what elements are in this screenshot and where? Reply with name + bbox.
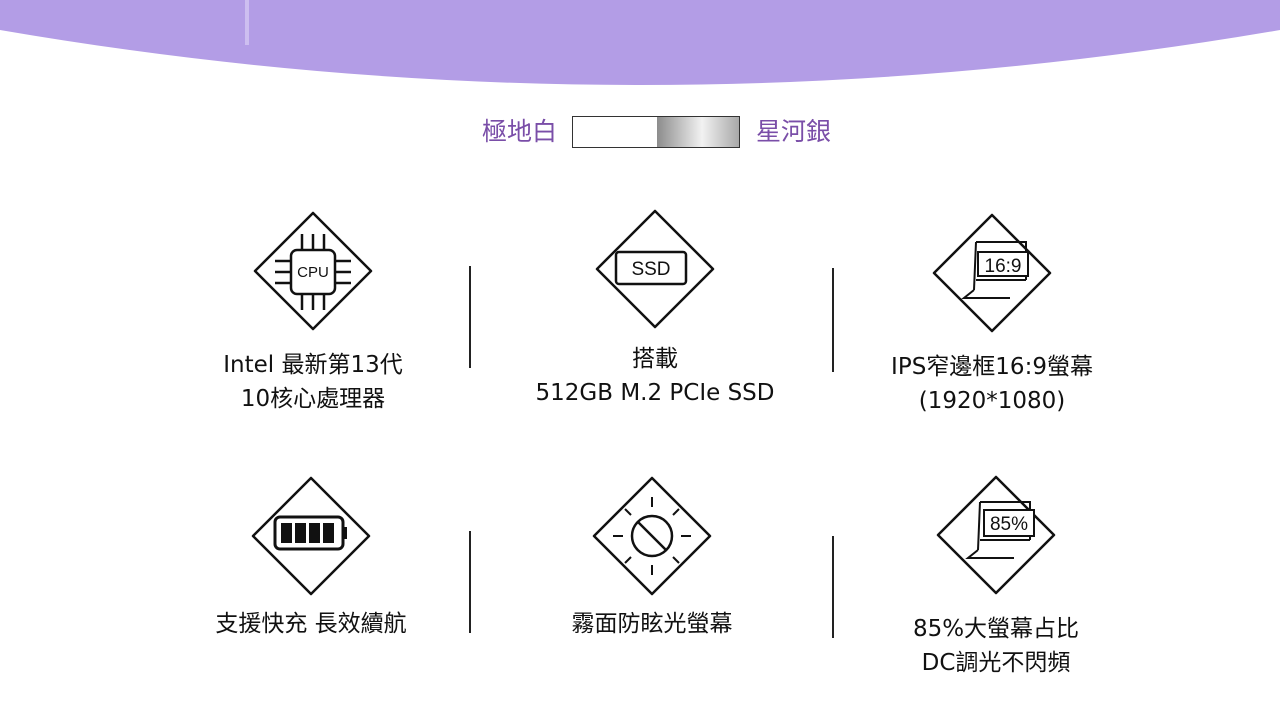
- divider-top-left: [469, 266, 471, 368]
- feature-anti-glare: 霧面防眩光螢幕: [502, 475, 802, 641]
- feature-cpu: CPU Intel 最新第13代 10核心處理器: [163, 210, 463, 416]
- feature-screen: 16:9 IPS窄邊框16:9螢幕 (1920*1080): [842, 212, 1142, 418]
- feature-anti-glare-line-1: 霧面防眩光螢幕: [571, 611, 733, 637]
- feature-cpu-line-1: Intel 最新第13代: [223, 352, 403, 378]
- screen-ratio-icon-label: 85%: [990, 514, 1028, 535]
- feature-screen-ratio-line-2: DC調光不閃頻: [921, 650, 1071, 676]
- color-options: 極地白 星河銀: [0, 115, 1280, 151]
- divider-bottom-left: [469, 531, 471, 633]
- swatch-silver[interactable]: [657, 117, 739, 147]
- feature-battery-line-1: 支援快充 長效續航: [215, 611, 407, 637]
- cpu-icon: CPU: [253, 211, 373, 331]
- cpu-icon-label: CPU: [297, 264, 329, 281]
- feature-battery: 支援快充 長效續航: [161, 475, 461, 641]
- feature-cpu-line-2: 10核心處理器: [240, 386, 386, 412]
- feature-ssd-line-1: 搭載: [632, 346, 678, 372]
- color-swatches: [572, 116, 740, 148]
- divider-bottom-right: [832, 536, 834, 638]
- swatch-white[interactable]: [573, 117, 657, 147]
- laptop-screen-icon: 16:9: [932, 213, 1052, 333]
- top-banner: [0, 0, 1280, 85]
- feature-ssd-line-2: 512GB M.2 PCIe SSD: [535, 380, 775, 406]
- ssd-icon: SSD: [595, 209, 715, 329]
- feature-screen-line-2: (1920*1080): [918, 388, 1066, 414]
- screen-ratio-icon: 85%: [936, 475, 1056, 595]
- feature-screen-ratio-line-1: 85%大螢幕占比: [912, 616, 1080, 642]
- color-label-white: 極地白: [482, 117, 558, 146]
- feature-screen-line-1: IPS窄邊框16:9螢幕: [891, 354, 1093, 380]
- divider-top-right: [832, 268, 834, 372]
- color-label-silver: 星河銀: [756, 117, 832, 146]
- feature-screen-ratio: 85% 85%大螢幕占比 DC調光不閃頻: [846, 474, 1146, 680]
- feature-ssd: SSD 搭載 512GB M.2 PCIe SSD: [505, 208, 805, 410]
- screen-icon-label: 16:9: [985, 256, 1022, 277]
- battery-icon: [251, 476, 371, 596]
- ssd-icon-label: SSD: [631, 259, 670, 280]
- anti-glare-icon: [592, 476, 712, 596]
